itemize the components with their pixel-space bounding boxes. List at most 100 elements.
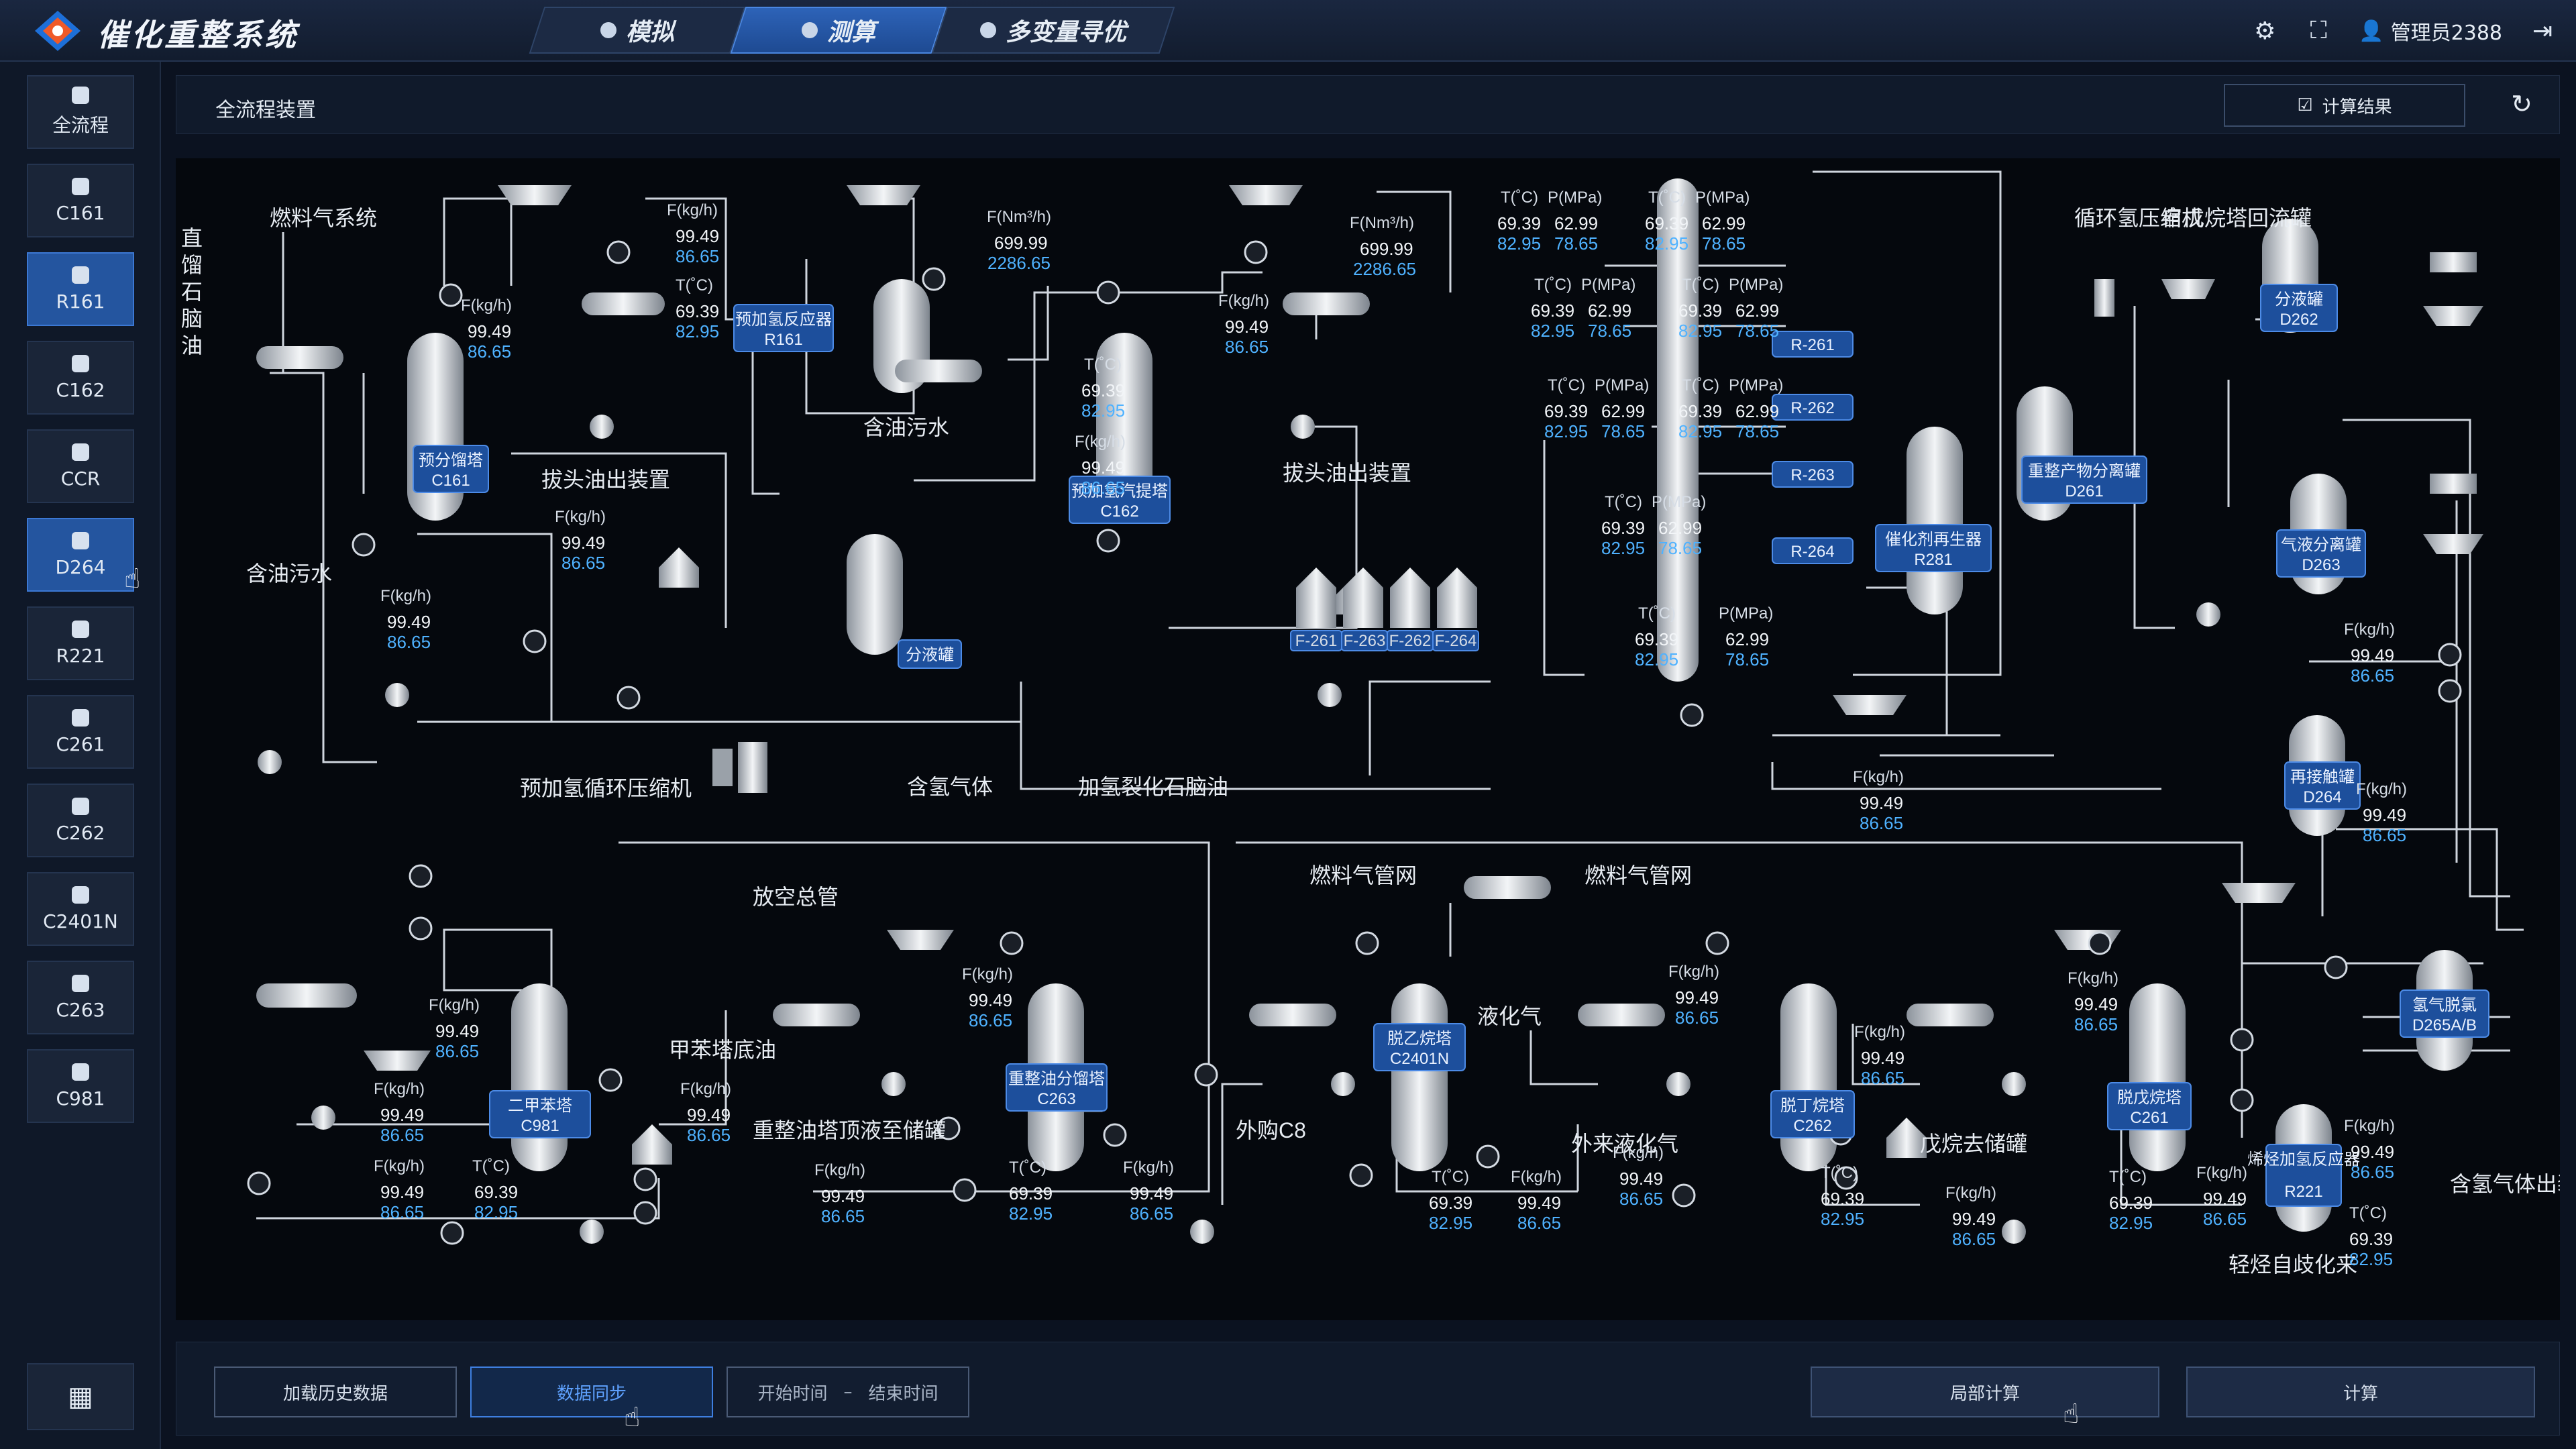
user-menu[interactable]: 👤 管理员2388 (2359, 16, 2502, 46)
calc-button[interactable]: 计算 (2186, 1366, 2535, 1417)
sidebar-item-ccr[interactable]: CCR (27, 429, 134, 503)
flow-label: F(kg/h) (374, 1157, 425, 1175)
control-valve[interactable] (1355, 931, 1379, 955)
sidebar-item-c161[interactable]: C161 (27, 164, 134, 237)
control-valve[interactable] (953, 1178, 977, 1202)
flow-value-2: 86.65 (380, 1125, 424, 1145)
control-valve[interactable] (440, 1221, 464, 1245)
control-valve[interactable] (1834, 1166, 1858, 1190)
sidebar-item-r161[interactable]: R161 (27, 252, 134, 326)
sidebar-item-all[interactable]: 全流程 (27, 75, 134, 149)
refresh-icon[interactable]: ↻ (2511, 89, 2532, 119)
column-c162[interactable] (1096, 333, 1152, 521)
control-valve[interactable] (409, 864, 433, 888)
column-c262[interactable] (1780, 983, 1837, 1171)
control-valve[interactable] (1194, 1063, 1218, 1087)
control-valve[interactable] (1476, 1144, 1500, 1169)
control-valve[interactable] (523, 629, 547, 653)
regenerator-r281[interactable] (1907, 427, 1963, 614)
flow-label: F(kg/h) (962, 965, 1013, 983)
control-valve[interactable] (936, 1116, 961, 1140)
heater-f263[interactable] (1343, 568, 1383, 628)
c161-tag: C161 (431, 472, 470, 490)
heater-f261[interactable] (1296, 568, 1336, 628)
calc-result-button[interactable]: ☑ 计算结果 (2224, 84, 2465, 127)
sidebar-item-c261[interactable]: C261 (27, 695, 134, 769)
control-valve[interactable] (1349, 1163, 1373, 1187)
sync-button[interactable]: 数据同步 (470, 1366, 713, 1417)
control-valve[interactable] (633, 1167, 657, 1191)
press-value: 62.99 (1658, 518, 1702, 538)
gear-icon[interactable]: ⚙ (2254, 17, 2276, 45)
sidebar-item-c262[interactable]: C262 (27, 784, 134, 857)
control-valve[interactable] (1000, 931, 1024, 955)
calendar-button[interactable]: ▦ (27, 1363, 134, 1430)
control-valve[interactable] (633, 1201, 657, 1225)
control-valve[interactable] (439, 283, 463, 307)
temp-label: T(˚C) (1682, 376, 1719, 394)
control-valve[interactable] (1672, 1183, 1696, 1208)
press-value: 62.99 (1702, 213, 1746, 233)
time-range-picker[interactable]: 开始时间 – 结束时间 (727, 1366, 969, 1417)
flow-label: F(kg/h) (1123, 1159, 1174, 1177)
load-history-button[interactable]: 加载历史数据 (214, 1366, 457, 1417)
control-valve[interactable] (409, 916, 433, 941)
control-valve[interactable] (2088, 931, 2112, 955)
r264-tag: R-264 (1790, 543, 1834, 561)
press-value-2: 78.65 (1735, 321, 1779, 341)
local-calc-button[interactable]: 局部计算 (1811, 1366, 2159, 1417)
press-value-2: 78.65 (1702, 233, 1746, 254)
control-valve[interactable] (1244, 240, 1268, 264)
control-valve[interactable] (2438, 679, 2462, 703)
unit-tags: 预分馏塔 C161 预加氢反应器 R161 预加氢汽提塔 C162 分液罐 R-… (413, 284, 2489, 1207)
exchanger (1283, 292, 1370, 315)
control-valve[interactable] (1096, 280, 1120, 305)
tab-optimize[interactable]: 多变量寻优 (931, 7, 1175, 54)
fuel-gas-net-label: 燃料气管网 (1309, 863, 1417, 888)
flow-label: F(kg/h) (1668, 963, 1719, 981)
app-logo-icon (35, 11, 80, 51)
control-valve[interactable] (2438, 643, 2462, 667)
column-icon (72, 177, 89, 195)
separator-drum[interactable] (847, 534, 903, 655)
control-valve[interactable] (922, 267, 946, 291)
tab-calculate[interactable]: 测算 (730, 7, 947, 54)
heater-f264[interactable] (1437, 568, 1477, 628)
sidebar-item-c981[interactable]: C981 (27, 1049, 134, 1123)
control-valve[interactable] (1103, 1123, 1127, 1147)
control-valve[interactable] (2324, 955, 2348, 979)
control-valve[interactable] (352, 533, 376, 557)
control-valve[interactable] (2230, 1088, 2254, 1112)
ext-lpg-label: 外来液化气 (1571, 1132, 1678, 1156)
pump (258, 750, 282, 774)
sidebar-item-c263[interactable]: C263 (27, 961, 134, 1034)
feed-label-4: 脑 (181, 307, 203, 331)
temp-value-2: 82.95 (474, 1202, 518, 1222)
reactor-stack-r26x[interactable] (1657, 178, 1699, 682)
fullscreen-icon[interactable]: ⛶ (2310, 17, 2327, 44)
column-c2401n[interactable] (1391, 983, 1448, 1171)
flow-label: F(kg/h) (1853, 768, 1904, 786)
control-valve[interactable] (616, 686, 641, 710)
start-time-label: 开始时间 (757, 1383, 828, 1404)
control-valve[interactable] (1096, 529, 1120, 553)
sidebar-item-r221[interactable]: R221 (27, 606, 134, 680)
control-valve[interactable] (598, 1068, 623, 1092)
sidebar-item-d264[interactable]: D264 (27, 518, 134, 592)
tab-simulate[interactable]: 模拟 (529, 7, 746, 54)
heater-f262[interactable] (1390, 568, 1430, 628)
air-cooler (2423, 306, 2483, 326)
column-c981[interactable] (511, 983, 568, 1171)
flow-value-2: 86.65 (2351, 665, 2394, 686)
logout-icon[interactable]: ⇥ (2532, 17, 2553, 45)
control-valve[interactable] (2230, 1028, 2254, 1052)
control-valve[interactable] (1680, 703, 1704, 727)
sidebar-item-c162[interactable]: C162 (27, 341, 134, 415)
flow-value-2: 86.65 (561, 553, 605, 573)
flow-label: F(kg/h) (2068, 969, 2118, 987)
sidebar-item-c2401n[interactable]: C2401N (27, 872, 134, 946)
control-valve[interactable] (247, 1171, 271, 1195)
control-valve[interactable] (1705, 931, 1729, 955)
control-valve[interactable] (606, 240, 631, 264)
column-c261[interactable] (2129, 983, 2186, 1171)
